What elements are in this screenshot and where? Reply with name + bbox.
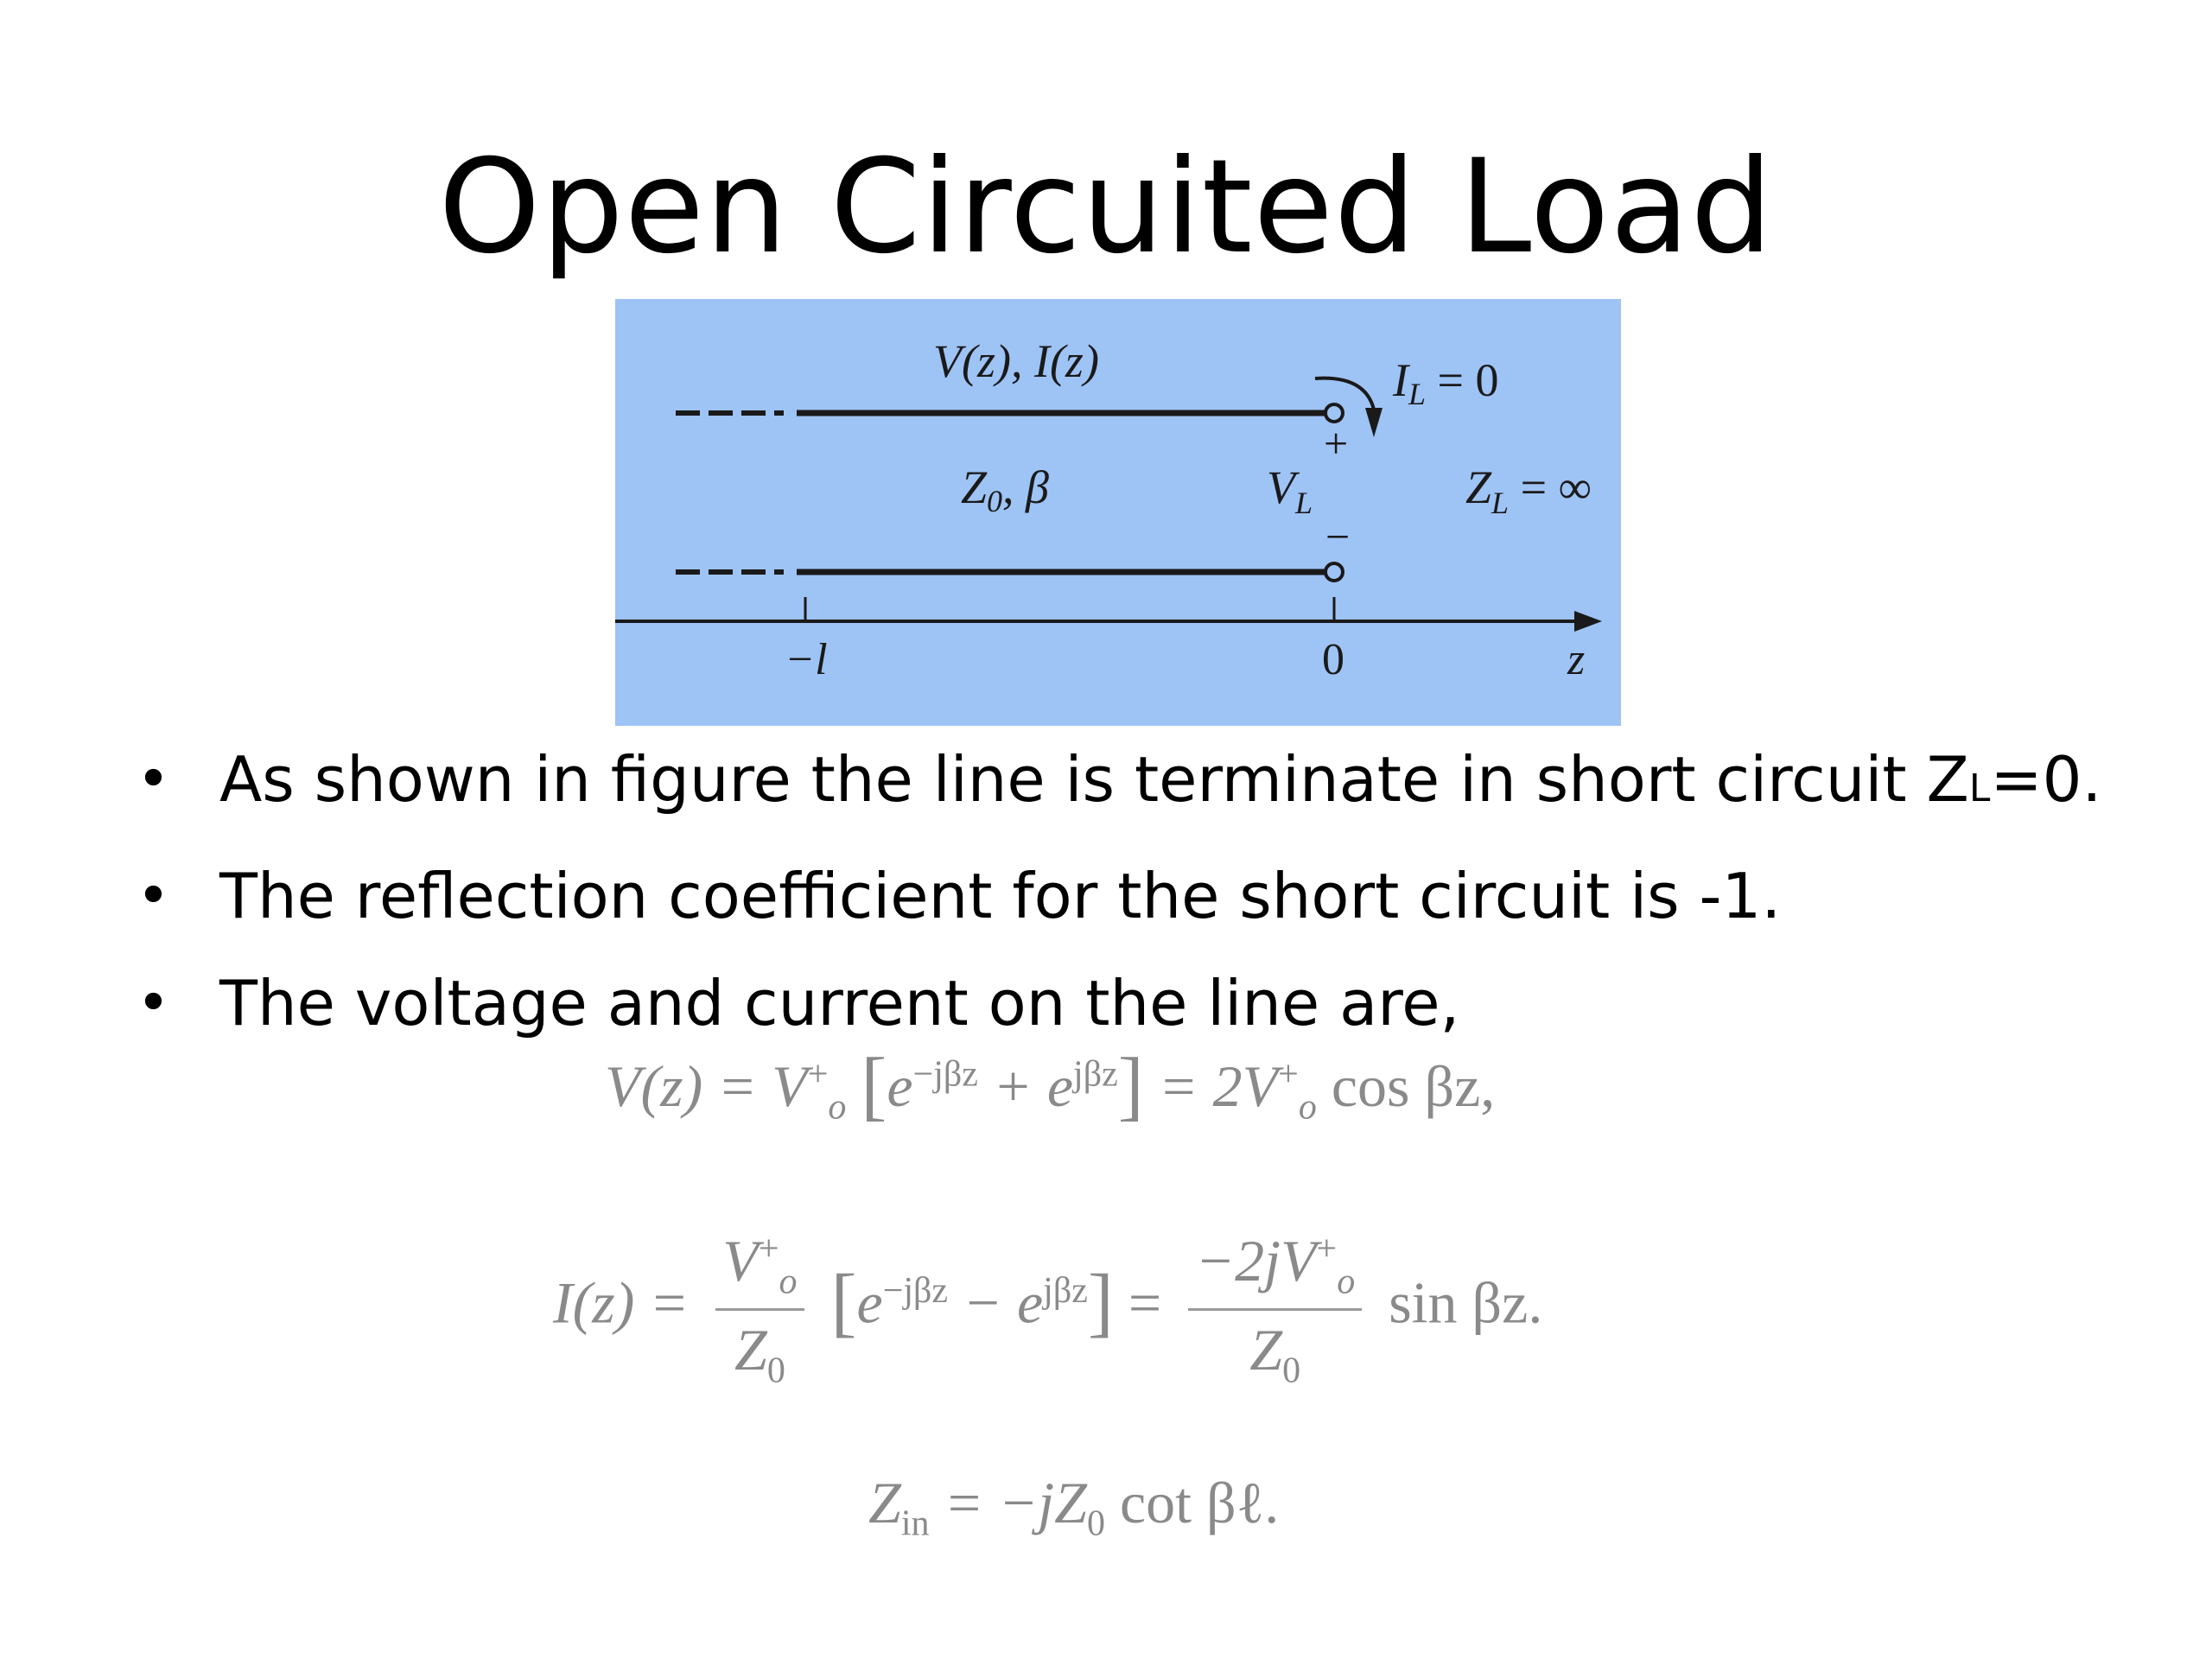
label-load-voltage: VL (1267, 461, 1313, 520)
bullet-dot-icon: • (137, 862, 170, 929)
bullet-item: •As shown in figure the line is terminat… (130, 726, 2134, 842)
fraction-2jvo-z0: −2jV+o Z0 (1188, 1227, 1363, 1391)
bullet-list: •As shown in figure the line is terminat… (130, 726, 2134, 1057)
label-impedance-beta: Z0, β (961, 461, 1049, 518)
label-plus: + (1324, 419, 1348, 467)
label-minus: − (1325, 512, 1350, 561)
bullet-dot-icon: • (137, 969, 170, 1036)
voltage-equation: V(z) = V+o [e−jβz + ejβz] = 2V+o cos βz, (605, 1043, 1496, 1128)
upper-terminal (1324, 403, 1344, 423)
slide-title: Open Circuited Load (438, 132, 1774, 283)
bullet-dot-icon: • (137, 746, 170, 812)
transmission-line-diagram: V(z), I(z) IL = 0 + − Z0, β VL ZL = ∞ −l… (615, 335, 1602, 684)
current-equation: I(z) = V+o Z0 [e−jβz − ejβz] = −2jV+o Z0… (553, 1227, 1543, 1391)
current-arrow (1314, 376, 1376, 410)
label-voltage-current: V(z), I(z) (933, 335, 1099, 387)
bullet-item: •The voltage and current on the line are… (130, 950, 2134, 1057)
fraction-vo-z0: V+o Z0 (715, 1227, 804, 1391)
axis-label-z: z (1567, 635, 1585, 684)
tick-label-zero: 0 (1322, 635, 1344, 684)
tick-label-left: −l (785, 635, 828, 684)
label-load-current: IL = 0 (1392, 354, 1498, 411)
lower-terminal (1324, 562, 1344, 582)
label-load-impedance: ZL = ∞ (1465, 461, 1592, 520)
current-arrowhead-icon (1365, 408, 1382, 437)
z-axis-arrowhead-icon (1574, 611, 1602, 632)
bullet-item: •The reflection coefficient for the shor… (130, 842, 2134, 950)
transmission-line-figure: V(z), I(z) IL = 0 + − Z0, β VL ZL = ∞ −l… (615, 299, 1621, 726)
input-impedance-equation: Zin = −jZ0 cot βℓ. (868, 1470, 1280, 1544)
